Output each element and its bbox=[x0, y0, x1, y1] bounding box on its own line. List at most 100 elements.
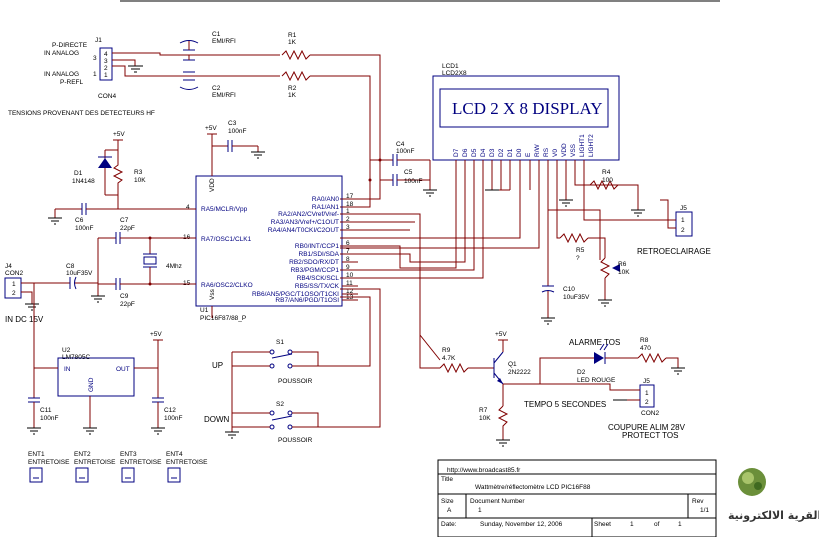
capacitor-c11: C11 100nF bbox=[28, 368, 58, 428]
r9-value: 4.7K bbox=[442, 355, 456, 362]
lcd-pin-2: D5 bbox=[471, 148, 478, 157]
s2-ref: S2 bbox=[276, 401, 284, 408]
ent1-ref: ENT1 bbox=[28, 451, 45, 458]
ent2-ref: ENT2 bbox=[74, 451, 91, 458]
ent2-value: ENTRETOISE bbox=[74, 459, 116, 466]
title-url: http://www.broadcast85.fr bbox=[447, 467, 521, 474]
regulator-u2: U2 LM7805C IN OUT GND bbox=[57, 347, 135, 397]
j1-note: TENSIONS PROVENANT DES DETECTEURS HF bbox=[8, 110, 155, 117]
date-label: Date: bbox=[441, 521, 457, 528]
mcu-pin-num-17: 17 bbox=[346, 193, 354, 200]
capacitor-c6: C6 100nF bbox=[55, 203, 118, 232]
c12-ref: C12 bbox=[164, 407, 176, 414]
u2-out: OUT bbox=[116, 366, 130, 373]
r8-value: 470 bbox=[640, 345, 651, 352]
c9-ref: C9 bbox=[120, 293, 129, 300]
docnum-label: Document Number bbox=[470, 498, 525, 505]
c10-value: 10uF35V bbox=[563, 294, 590, 301]
j6-pin-1: 1 bbox=[645, 390, 649, 397]
capacitor-c9: C9 22pF bbox=[98, 278, 196, 308]
c1-ref: C1 bbox=[212, 31, 221, 38]
r3-ref: R3 bbox=[134, 169, 143, 176]
of-label: of bbox=[654, 521, 660, 528]
resistor-r9: R9 4.7K bbox=[439, 347, 469, 374]
u2-gnd: GND bbox=[88, 377, 95, 392]
j6-ref: J5 bbox=[643, 378, 650, 385]
ent4-value: ENTRETOISE bbox=[166, 459, 208, 466]
mcu-pin-name-ra6: RA6/OSC2/CLKO bbox=[201, 282, 253, 289]
crystal-4mhz: 4Mhz bbox=[143, 238, 182, 284]
r7-value: 10K bbox=[479, 415, 491, 422]
vcc-label-q1: +5V bbox=[495, 331, 507, 338]
d1-value: 1N4148 bbox=[72, 178, 95, 185]
tempo-label: TEMPO 5 SECONDES bbox=[524, 400, 606, 409]
capacitor-c5: C5 100nF bbox=[380, 169, 430, 186]
mcu-pin-num-2: 2 bbox=[346, 216, 350, 223]
size-value: A bbox=[447, 507, 452, 514]
switch-s2: DOWN S2 POUSSOIR bbox=[204, 401, 313, 444]
mcu-pin-name-2: RA3/AN3/Vref+/C1OUT bbox=[271, 219, 339, 226]
r6-value: 10K bbox=[618, 269, 630, 276]
lcd-pin-3: D4 bbox=[480, 148, 487, 157]
mcu-pin-name-17: RA0/AN0 bbox=[312, 196, 339, 203]
lcd-pin-13: VSS bbox=[570, 143, 577, 157]
lcd-pin-4: D3 bbox=[489, 148, 496, 157]
j1-pin-row-1: 1 bbox=[93, 71, 97, 78]
mcu-pin-name-8: RB2/SDO/RX/DT bbox=[289, 259, 339, 266]
spacer-ent4: ENT4 ENTRETOISE bbox=[166, 451, 208, 483]
lcd-pin-5: D2 bbox=[498, 148, 505, 157]
c6-ref: C6 bbox=[75, 217, 84, 224]
d1-ref: D1 bbox=[74, 170, 83, 177]
resistor-r2: R2 1K bbox=[281, 70, 311, 99]
j6-note2: PROTECT TOS bbox=[622, 431, 678, 440]
docnum-value: 1 bbox=[478, 507, 482, 514]
c8-ref: C8 bbox=[66, 263, 75, 270]
j4-pin-1: 1 bbox=[12, 281, 16, 288]
j1-ref: J1 bbox=[95, 37, 102, 44]
c3-value: 100nF bbox=[228, 128, 246, 135]
r2-value: 1K bbox=[288, 92, 297, 99]
s1-ref: S1 bbox=[276, 339, 284, 346]
title-block: http://www.broadcast85.fr Title Wattmètr… bbox=[437, 459, 717, 537]
mcu-pin-num-10: 10 bbox=[346, 272, 354, 279]
resistor-r3: R3 10K bbox=[112, 150, 146, 195]
vcc-label-d1: +5V bbox=[113, 131, 125, 138]
c6-value: 100nF bbox=[75, 225, 93, 232]
watermark-logo: القرية الالكترونية bbox=[728, 468, 819, 522]
c3-ref: C3 bbox=[228, 120, 237, 127]
capacitor-c8: C8 10uF35V bbox=[66, 263, 98, 290]
spacer-ent3: ENT3 ENTRETOISE bbox=[120, 451, 162, 483]
c2-ref: C2 bbox=[212, 85, 221, 92]
resistor-r8: R8 470 bbox=[637, 337, 667, 364]
c2-value: EMI/RFI bbox=[212, 92, 236, 99]
lcd-pin-8: E bbox=[525, 152, 532, 157]
mcu-pin-name-11: RB5/SS/TX/CK bbox=[295, 283, 340, 290]
watermark-text: القرية الالكترونية bbox=[728, 509, 819, 522]
date-value: Sunday, November 12, 2006 bbox=[480, 521, 563, 528]
resistor-r4: R4 100 bbox=[589, 169, 619, 191]
mcu-pin-name-ra5: RA5/MCLR/Vpp bbox=[201, 206, 248, 213]
xtal-value: 4Mhz bbox=[166, 263, 182, 270]
j4-ref: J4 bbox=[5, 263, 12, 270]
sheet-label: Sheet bbox=[594, 521, 611, 528]
rev-value: 1/1 bbox=[700, 507, 709, 514]
capacitor-c2: C2 EMI/RFI bbox=[179, 71, 236, 99]
r4-value: 100 bbox=[602, 177, 613, 184]
j5-pin-2: 2 bbox=[681, 227, 685, 234]
ent4-ref: ENT4 bbox=[166, 451, 183, 458]
q1-ref: Q1 bbox=[508, 361, 517, 368]
s2-label: DOWN bbox=[204, 415, 230, 424]
j5-ref: J5 bbox=[680, 205, 687, 212]
connector-j6: J5 1 2 CON2 COUPURE ALIM 28V PROTECT TOS bbox=[608, 378, 686, 440]
lcd-pin-0: D7 bbox=[453, 148, 460, 157]
mcu-name: PIC16F87/88_P bbox=[200, 315, 246, 322]
j5-pin-1: 1 bbox=[681, 217, 685, 224]
j1-pin-label-4: P-REFL bbox=[60, 79, 84, 86]
diode-d1: D1 1N4148 bbox=[72, 150, 112, 195]
connector-j1: J1 P-DIRECTE IN ANALOG IN ANALOG P-REFL … bbox=[8, 37, 155, 117]
connector-j5: J5 1 2 RETROECLAIRAGE bbox=[637, 205, 711, 256]
mcu-pin-name-18: RA1/AN1 bbox=[312, 204, 339, 211]
c12-value: 100nF bbox=[164, 415, 182, 422]
